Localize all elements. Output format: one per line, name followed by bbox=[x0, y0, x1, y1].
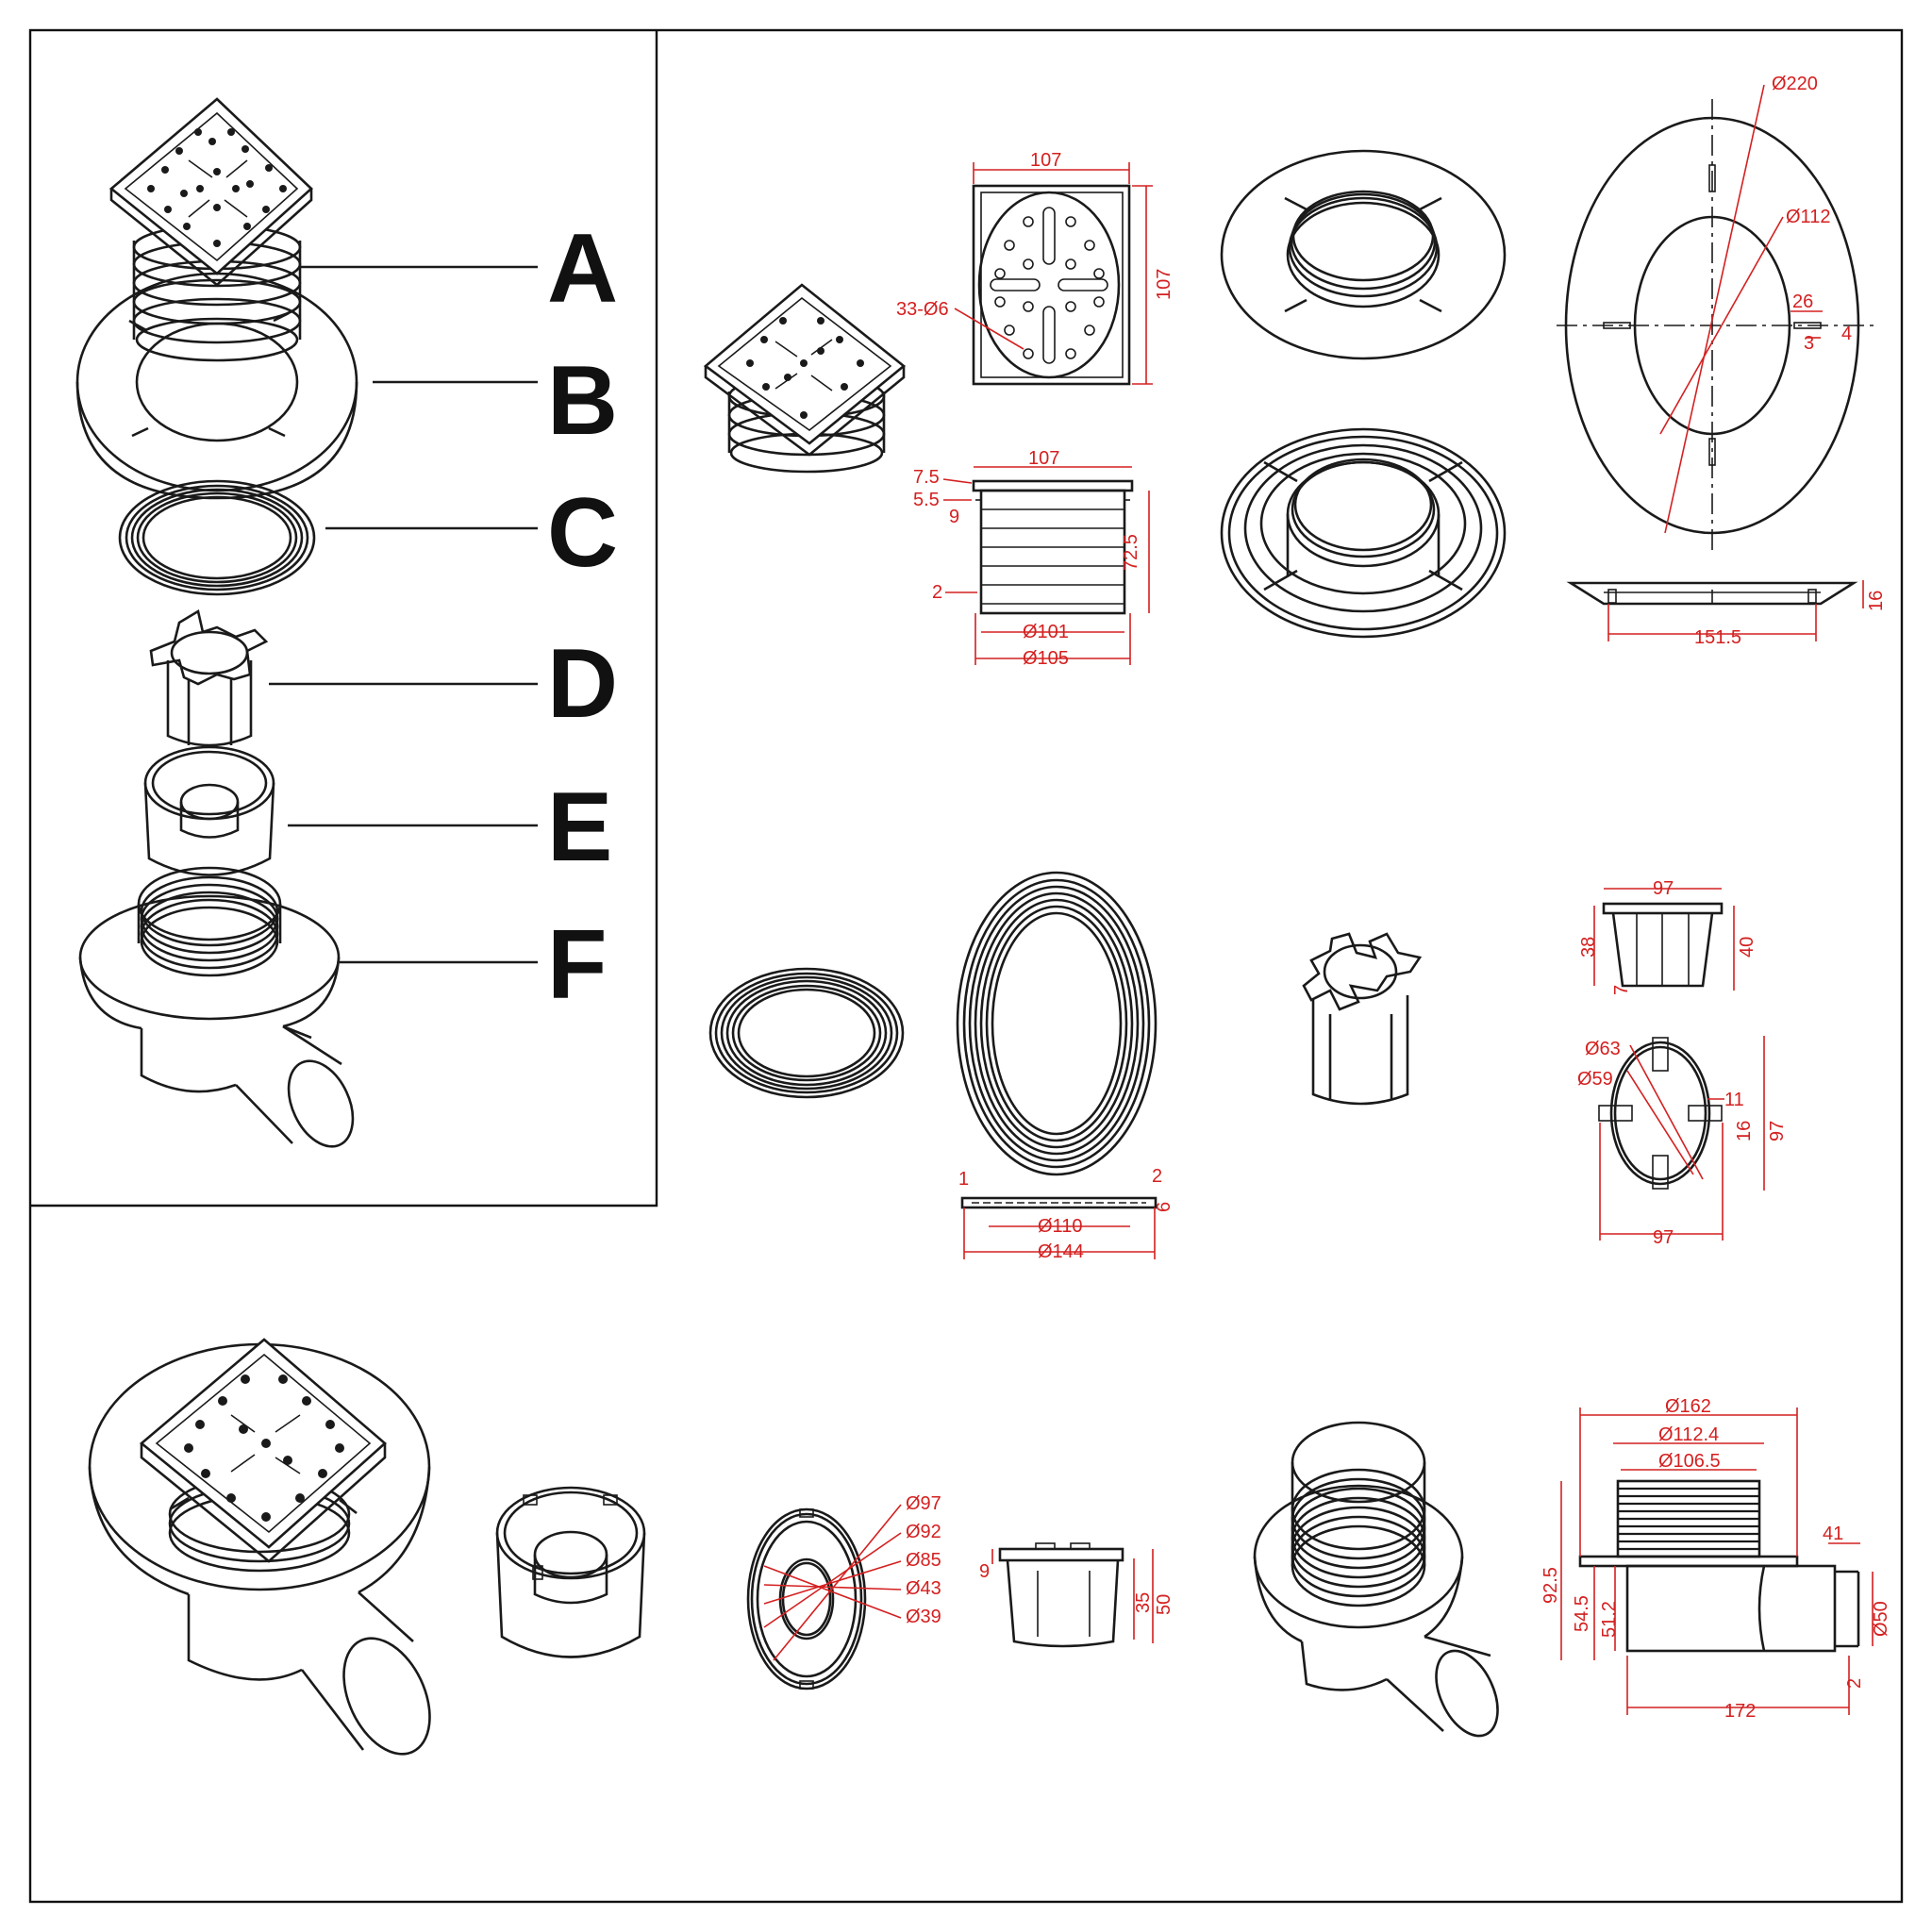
cross-cap-top-width: 97 bbox=[1653, 878, 1674, 899]
cross-cap-base: 7 bbox=[1611, 985, 1632, 995]
grate-rib-gap: 5.5 bbox=[913, 490, 940, 510]
flange-top-iso bbox=[1220, 149, 1507, 360]
cross-cap-plan-dims: Ø63 Ø59 11 16 97 97 bbox=[1577, 1036, 1788, 1248]
cross-cap-arm-length: 16 bbox=[1734, 1121, 1755, 1141]
flange-outer-dia: Ø220 bbox=[1772, 74, 1818, 94]
part-e-trap-cup bbox=[143, 745, 275, 876]
trap-cup-d5: Ø39 bbox=[906, 1607, 941, 1627]
part-label-e: E bbox=[547, 773, 612, 882]
body-low-height: 51.2 bbox=[1599, 1601, 1620, 1638]
grate-top-width: 107 bbox=[1030, 150, 1061, 171]
grate-top-view bbox=[972, 184, 1131, 386]
trap-cup-section-dims: 9 35 50 bbox=[979, 1549, 1174, 1643]
gasket-front-view bbox=[956, 871, 1158, 1176]
grate-rib-base: 2 bbox=[932, 582, 942, 603]
grate-body-width: 107 bbox=[1028, 448, 1059, 469]
flange-inner-dia: Ø112 bbox=[1786, 207, 1830, 227]
grate-rib-pitch: 9 bbox=[949, 507, 959, 527]
gasket-outer-dia: Ø144 bbox=[1038, 1241, 1084, 1262]
gasket-dims: 1 2 6 Ø110 Ø144 bbox=[958, 1166, 1174, 1262]
body-iso-view bbox=[1253, 1421, 1499, 1738]
cross-cap-dia-outer: Ø63 bbox=[1585, 1039, 1621, 1059]
flange-slot-width: 3 bbox=[1804, 333, 1814, 354]
flange-thickness: 16 bbox=[1866, 591, 1887, 611]
part-d-cross-cap bbox=[149, 608, 269, 747]
trap-cup-inner-height: 35 bbox=[1133, 1592, 1154, 1613]
gasket-t2: 2 bbox=[1152, 1166, 1162, 1187]
grate-outer-dia: Ø105 bbox=[1023, 648, 1069, 669]
trap-cup-section-view bbox=[998, 1542, 1124, 1648]
gasket-inner-dia: Ø110 bbox=[1038, 1216, 1082, 1237]
gasket-height: 6 bbox=[1154, 1202, 1174, 1212]
part-a-grate bbox=[108, 97, 313, 362]
trap-cup-rim: 9 bbox=[979, 1561, 990, 1582]
trap-cup-iso-view bbox=[495, 1486, 646, 1658]
trap-cup-d4: Ø43 bbox=[906, 1578, 941, 1599]
trap-cup-plan-view bbox=[746, 1507, 867, 1690]
body-section-dims: Ø162 Ø112.4 Ø106.5 41 92.5 54.5 51.2 Ø50… bbox=[1541, 1396, 1891, 1722]
exploded-view: A B C bbox=[75, 97, 618, 1148]
grate-side-dims: 107 7.5 5.5 9 72.5 2 Ø101 Ø105 bbox=[913, 448, 1150, 669]
grate-body-height: 72.5 bbox=[1121, 534, 1141, 571]
flange-section-dims: 151.5 16 bbox=[1607, 580, 1887, 648]
part-b-flange-plate bbox=[75, 272, 358, 500]
cross-cap-height-right: 40 bbox=[1737, 937, 1757, 958]
flange-slot-offset: 4 bbox=[1841, 324, 1852, 344]
flange-plan-view bbox=[1557, 99, 1877, 552]
part-label-d: D bbox=[547, 629, 618, 739]
cross-cap-height-left: 38 bbox=[1578, 937, 1599, 958]
body-thread-outer: Ø112.4 bbox=[1658, 1424, 1719, 1445]
cross-cap-dia-inner: Ø59 bbox=[1577, 1069, 1613, 1090]
part-label-c: C bbox=[547, 478, 618, 588]
part-label-f: F bbox=[547, 910, 608, 1020]
body-thread-inner: Ø106.5 bbox=[1658, 1451, 1721, 1472]
body-mid-height: 54.5 bbox=[1572, 1595, 1592, 1632]
body-total-height: 92.5 bbox=[1541, 1567, 1561, 1604]
outer-frame bbox=[28, 28, 1904, 1904]
part-label-a: A bbox=[547, 214, 618, 324]
gasket-section-view bbox=[960, 1196, 1158, 1209]
cross-cap-bottom-width: 97 bbox=[1653, 1227, 1674, 1248]
flange-bottom-iso bbox=[1220, 427, 1507, 639]
grate-top-dims: 107 107 33-Ø6 bbox=[896, 150, 1174, 385]
cross-cap-side-view bbox=[1602, 902, 1724, 988]
part-c-gasket bbox=[118, 479, 316, 596]
cross-cap-arm-width: 11 bbox=[1724, 1090, 1744, 1110]
grate-rib-top: 7.5 bbox=[913, 467, 940, 488]
cross-cap-plan-view bbox=[1598, 1037, 1723, 1190]
grate-side-view bbox=[972, 479, 1134, 615]
trap-cup-d1: Ø97 bbox=[906, 1493, 941, 1514]
body-wall: 2 bbox=[1844, 1678, 1865, 1689]
body-flange-dia: Ø162 bbox=[1665, 1396, 1711, 1417]
body-outlet-dia: Ø50 bbox=[1871, 1601, 1891, 1637]
grate-hole-spec: 33-Ø6 bbox=[896, 299, 949, 320]
grate-inner-dia: Ø101 bbox=[1023, 622, 1069, 642]
cross-cap-side-dims: 97 38 40 7 bbox=[1578, 878, 1757, 995]
cross-cap-overall: 97 bbox=[1767, 1121, 1788, 1141]
flange-base-width: 151.5 bbox=[1694, 627, 1741, 648]
assembled-drain-iso bbox=[88, 1338, 431, 1756]
gasket-t1: 1 bbox=[958, 1169, 969, 1190]
trap-cup-plan-dims: Ø97 Ø92 Ø85 Ø43 Ø39 bbox=[763, 1493, 941, 1661]
body-length: 172 bbox=[1724, 1701, 1756, 1722]
part-f-drain-body bbox=[78, 866, 355, 1148]
gasket-iso-view bbox=[708, 967, 905, 1099]
trap-cup-d2: Ø92 bbox=[906, 1522, 941, 1542]
exploded-view-frame bbox=[30, 30, 658, 1208]
flange-plan-dims: Ø220 Ø112 26 3 4 bbox=[1659, 74, 1852, 534]
cross-cap-iso-view bbox=[1302, 932, 1423, 1106]
flange-section-view bbox=[1566, 581, 1858, 606]
grate-side-height: 107 bbox=[1154, 269, 1174, 300]
flange-slot-length: 26 bbox=[1792, 291, 1813, 312]
body-section-view bbox=[1578, 1479, 1860, 1653]
grate-iso-view bbox=[703, 283, 907, 474]
trap-cup-d3: Ø85 bbox=[906, 1550, 941, 1571]
body-outlet-length: 41 bbox=[1823, 1524, 1843, 1544]
part-label-b: B bbox=[547, 346, 618, 456]
trap-cup-outer-height: 50 bbox=[1154, 1594, 1174, 1615]
